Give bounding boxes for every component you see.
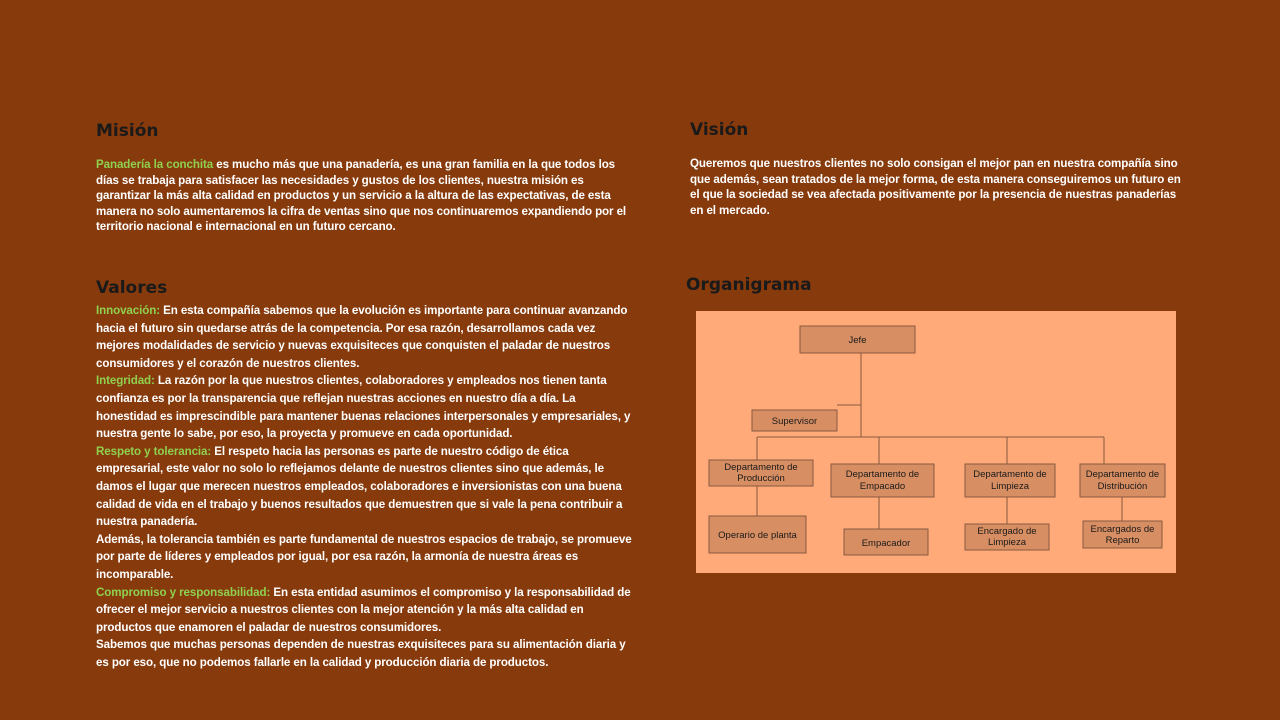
vision-paragraph: Queremos que nuestros clientes no solo c… (690, 157, 1181, 217)
org-label-jefe: Jefe (849, 335, 867, 346)
valor-label: Innovación: (96, 304, 160, 317)
org-chart-canvas: Jefe Supervisor Departamento de Producci… (708, 325, 1166, 556)
valor-label: Integridad: (96, 374, 155, 388)
org-node-empacado (830, 463, 935, 498)
brand-name: Panadería la conchita (96, 158, 214, 171)
valores-body: Innovación: En esta compañía sabemos que… (96, 302, 636, 671)
org-node-limpieza (964, 463, 1056, 498)
org-label-line: Limpieza (991, 481, 1030, 492)
org-label-line: Distribución (1098, 481, 1148, 492)
org-node-jefe (799, 325, 916, 354)
org-node-produccion (708, 459, 814, 487)
org-node-operario (708, 515, 807, 554)
org-label-line: Operario de planta (718, 530, 797, 541)
mision-paragraph: Panadería la conchita es mucho más que u… (96, 157, 636, 235)
mision-text: es mucho más que una panadería, es una g… (96, 158, 627, 233)
org-label-line: Departamento de (1086, 469, 1159, 480)
valores-heading: Valores (96, 278, 168, 298)
valor-text: La razón por la que nuestros clientes, c… (96, 374, 631, 441)
org-label-line: Empacado (860, 481, 905, 492)
org-node-encargado-limpieza (964, 523, 1050, 551)
org-label-line: Encargado de (977, 526, 1036, 537)
org-node-reparto (1082, 520, 1163, 549)
valor-label: Respeto y tolerancia: (96, 444, 212, 458)
org-label-supervisor: Supervisor (772, 416, 817, 427)
org-label-line: Reparto (1106, 535, 1140, 546)
org-label-line: Producción (737, 473, 785, 484)
org-label-line: Departamento de (724, 462, 797, 473)
valor-label: Compromiso y responsabilidad: (96, 585, 271, 599)
mision-heading: Misión (96, 121, 159, 141)
org-node-supervisor (751, 409, 838, 432)
org-node-distribucion (1079, 463, 1166, 498)
valor-compromiso: Compromiso y responsabilidad: En esta en… (96, 584, 636, 637)
valor-respeto: Respeto y tolerancia: El respeto hacia l… (96, 443, 636, 531)
org-label-line: Limpieza (988, 537, 1027, 548)
valor-text: En esta entidad asumimos el compromiso y… (96, 585, 631, 634)
org-label-line: Departamento de (973, 469, 1046, 480)
valor-innovacion: Innovación: En esta compañía sabemos que… (96, 302, 636, 372)
org-node-empacador (843, 528, 929, 556)
org-label-line: Empacador (862, 538, 911, 549)
organigrama-heading: Organigrama (686, 275, 812, 295)
valor-respeto-extra: Además, la tolerancia también es parte f… (96, 532, 632, 581)
valor-compromiso-extra: Sabemos que muchas personas dependen de … (96, 638, 626, 669)
org-chart: Jefe Supervisor Departamento de Producci… (696, 311, 1176, 573)
valor-integridad: Integridad: La razón por la que nuestros… (96, 372, 636, 442)
org-label-line: Departamento de (846, 469, 919, 480)
valor-text: En esta compañía sabemos que la evolució… (96, 304, 628, 370)
org-label-line: Encargados de (1091, 524, 1155, 535)
valor-text: El respeto hacia las personas es parte d… (96, 444, 623, 529)
vision-heading: Visión (690, 120, 749, 140)
